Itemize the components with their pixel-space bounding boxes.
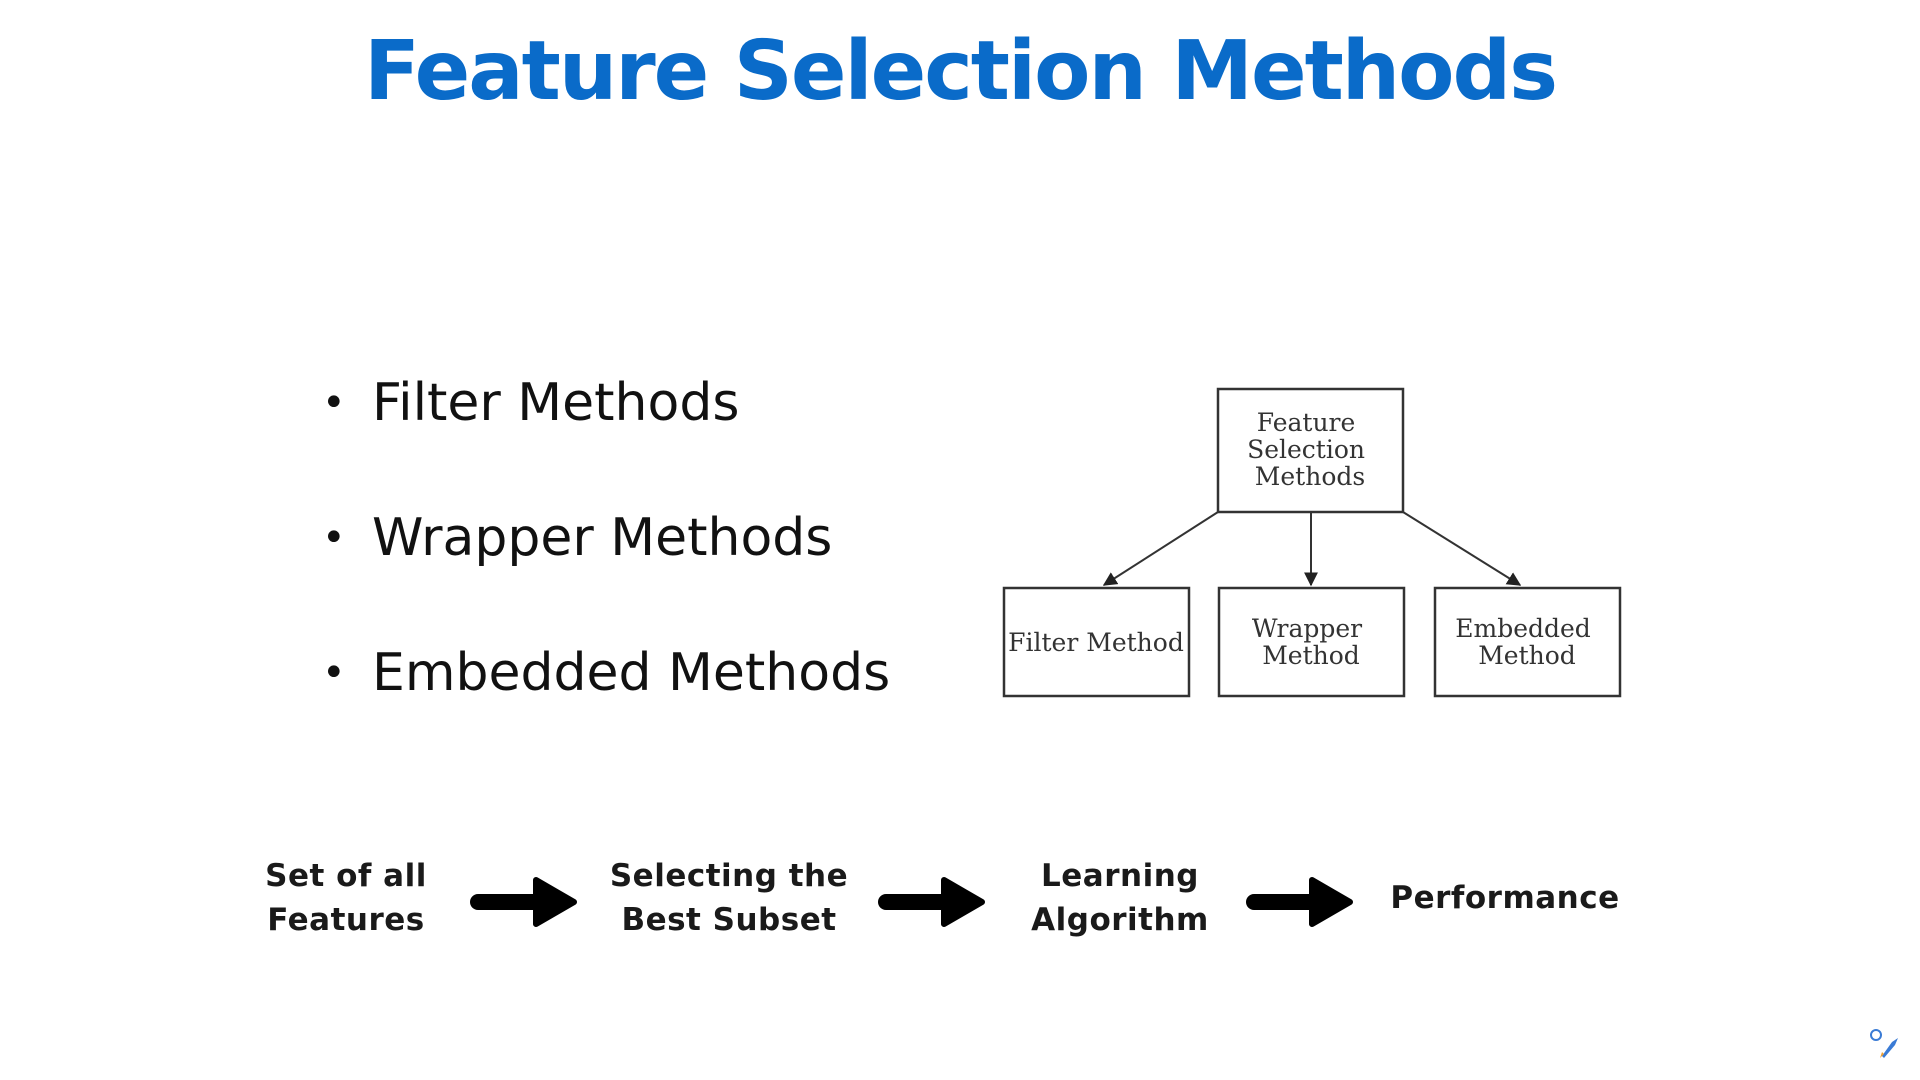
- tree-child-filter-box: [1002, 586, 1191, 698]
- tree-edge-left: [1102, 511, 1219, 586]
- tree-root-box: [1216, 387, 1405, 514]
- thick-right-arrow-icon: [470, 877, 577, 927]
- pipeline-step-features: Set of all Features: [265, 858, 427, 938]
- bullet-embedded-methods: •Embedded Methods: [322, 643, 891, 703]
- rocket-logo-icon: [1870, 1029, 1898, 1058]
- pipeline-step-learning-algorithm: Learning Algorithm: [1031, 858, 1209, 938]
- thick-right-arrow-icon: [878, 877, 985, 927]
- tree-child-wrapper-box: [1217, 586, 1406, 698]
- page-title: Feature Selection Methods: [363, 24, 1558, 119]
- pipeline-step-performance: Performance: [1390, 880, 1620, 916]
- bullet-filter-methods: •Filter Methods: [322, 373, 740, 433]
- tree-child-embedded-label: Embedded Method: [1455, 614, 1599, 670]
- pipeline-step-best-subset: Selecting the Best Subset: [609, 858, 849, 938]
- thick-right-arrow-icon: [1246, 877, 1353, 927]
- tree-child-wrapper-label: Wrapper Method: [1252, 614, 1370, 670]
- bullet-wrapper-methods: •Wrapper Methods: [322, 508, 833, 568]
- tree-child-embedded-box: [1433, 586, 1622, 698]
- tree-root-label: Feature Selection Methods: [1247, 408, 1373, 491]
- tree-edge-right: [1402, 511, 1522, 586]
- method-bullet-list: •Filter Methods •Wrapper Methods •Embedd…: [322, 368, 890, 773]
- feature-selection-pipeline: Set of all Features Selecting the Best S…: [0, 840, 1920, 970]
- tree-child-filter-label: Filter Method: [1008, 628, 1184, 657]
